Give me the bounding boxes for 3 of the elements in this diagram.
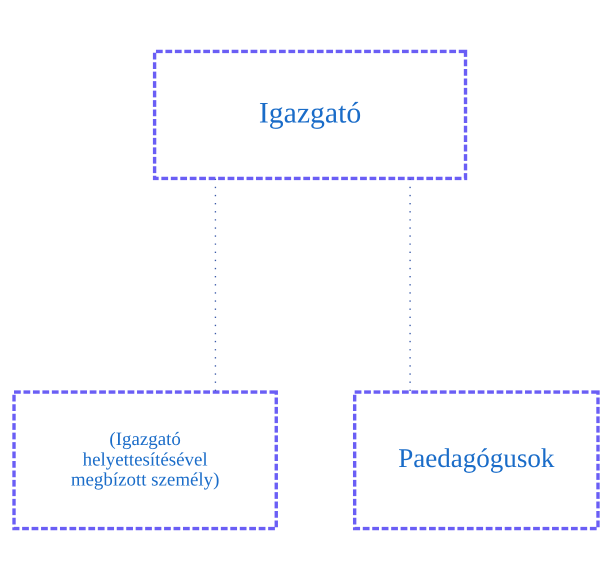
node-box: Paedagógusok (352, 390, 600, 530)
node-box: Igazgató (152, 50, 468, 180)
node-box: (Igazgató helyettesítésével megbízott személy) (12, 390, 278, 530)
